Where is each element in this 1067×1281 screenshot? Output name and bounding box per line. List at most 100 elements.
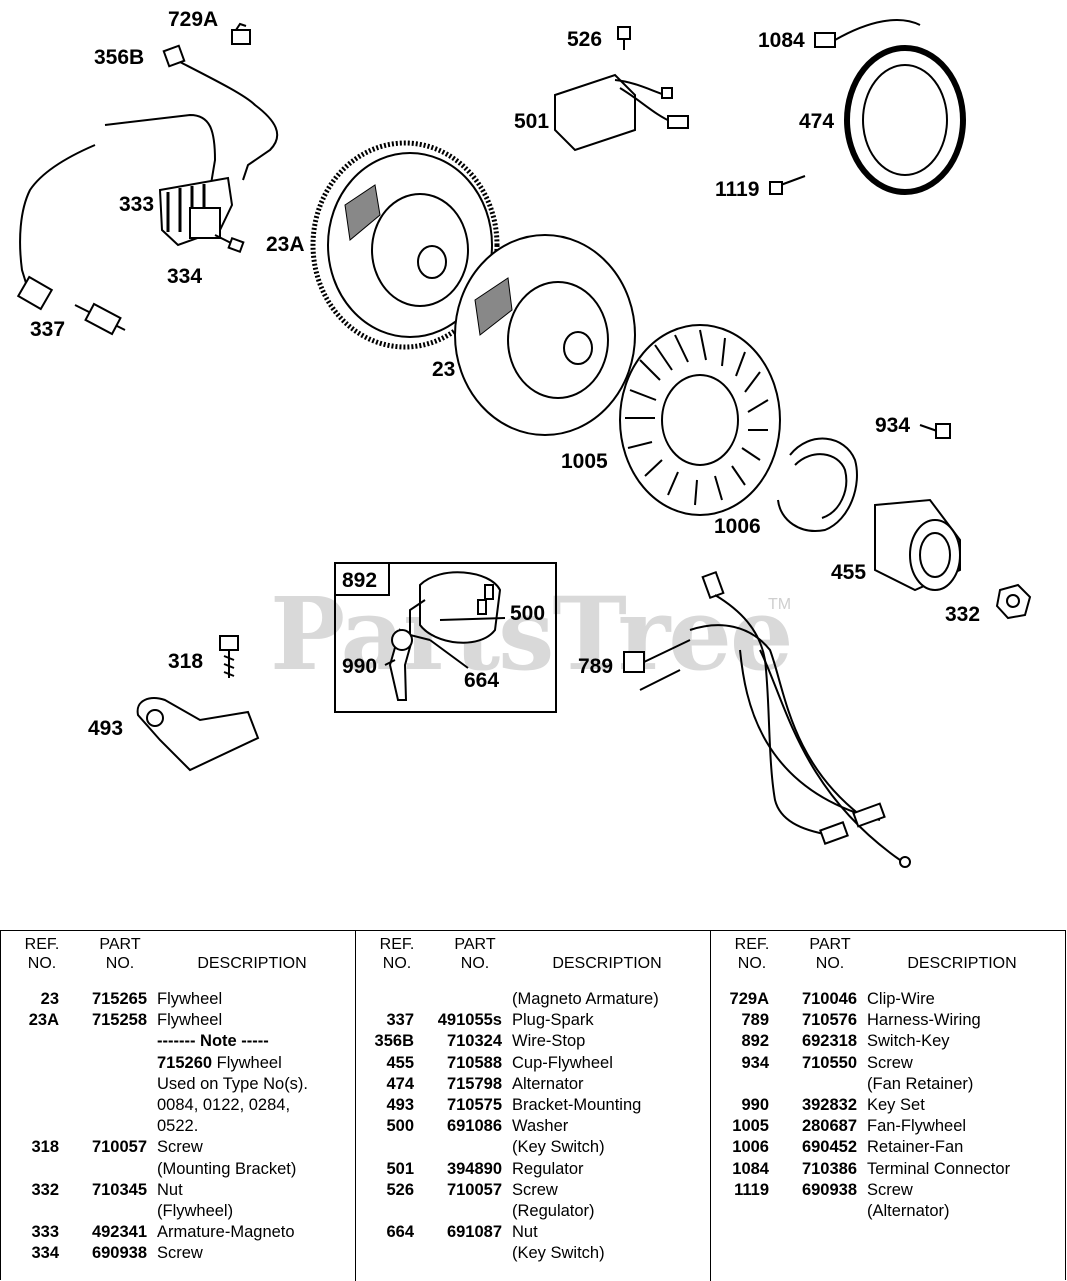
header-description: DESCRIPTION (177, 935, 327, 973)
part-number: 710046 (801, 990, 857, 1008)
callout-500: 500 (510, 602, 546, 625)
table-row: 333 492341 Armature-Magneto (1, 1222, 355, 1243)
part-description: Nut (512, 1223, 538, 1242)
screw-1119-part (769, 175, 806, 195)
table-row: (Mounting Bracket) (1, 1159, 355, 1180)
part-number: 692318 (801, 1032, 857, 1051)
part-description: 715260 Flywheel (157, 1053, 282, 1072)
part-description: Key Set (867, 1096, 925, 1114)
part-number: 690938 (91, 1244, 147, 1263)
nut-332-part (995, 583, 1032, 620)
part-number: 710575 (446, 1096, 502, 1114)
ref-number: 493 (386, 1096, 414, 1114)
ref-number: 23A (28, 1011, 59, 1030)
fan-flywheel-part (619, 324, 781, 516)
ref-number: 892 (741, 1032, 769, 1051)
part-description: (Key Switch) (512, 1138, 605, 1157)
table-row: Used on Type No(s). (1, 1074, 355, 1095)
callout-1005: 1005 (561, 450, 608, 473)
header-ref-no: REF.NO. (368, 935, 426, 973)
table-row: (Flywheel) (1, 1201, 355, 1222)
callout-493: 493 (88, 717, 124, 740)
ref-number: 1005 (732, 1117, 769, 1136)
ref-number: 501 (386, 1159, 414, 1178)
ref-number: 1006 (732, 1138, 769, 1157)
callout-334: 334 (167, 265, 203, 288)
part-description: Screw (157, 1244, 203, 1263)
ref-number: 23 (40, 990, 59, 1008)
table-row: (Fan Retainer) (711, 1074, 1067, 1095)
part-description: (Fan Retainer) (867, 1074, 974, 1093)
part-description: Switch-Key (867, 1032, 950, 1051)
part-number: 492341 (91, 1223, 147, 1242)
callout-1006: 1006 (714, 515, 761, 538)
callout-1084: 1084 (758, 29, 805, 52)
trademark-mark: TM (768, 596, 792, 613)
part-number: 392832 (801, 1096, 857, 1114)
header-ref-line2: NO. (27, 955, 57, 972)
part-description: Screw (867, 1180, 913, 1199)
screw-526-part (617, 26, 631, 50)
retainer-fan-part (777, 437, 858, 532)
spark-plug-part (74, 302, 126, 336)
alternator-part (814, 19, 966, 195)
header-part-line1: PART (809, 936, 851, 953)
table-row: ------- Note ----- (1, 1031, 355, 1052)
part-number: 690938 (801, 1180, 857, 1199)
part-number: 690452 (801, 1138, 857, 1157)
ref-number: 474 (386, 1074, 414, 1093)
callout-1119: 1119 (715, 178, 760, 201)
ref-number: 1084 (732, 1159, 769, 1178)
ref-number: 333 (31, 1223, 59, 1242)
header-ref-line1: REF. (24, 936, 60, 953)
parts-illustration (16, 19, 1032, 868)
callout-455: 455 (831, 561, 867, 584)
part-number: 491055s (437, 1011, 502, 1030)
ref-number: 729A (729, 990, 769, 1008)
part-description: Armature-Magneto (157, 1223, 295, 1242)
table-row: (Alternator) (711, 1201, 1067, 1222)
ref-number: 990 (741, 1096, 769, 1114)
armature-magneto-part (158, 176, 234, 247)
header-desc-text: DESCRIPTION (552, 955, 662, 972)
ref-number: 526 (386, 1180, 414, 1199)
header-description: DESCRIPTION (532, 935, 682, 973)
table-row: 892 692318 Switch-Key (711, 1031, 1067, 1052)
callout-789: 789 (578, 655, 614, 678)
part-number: 715798 (446, 1074, 502, 1093)
ref-number: 356B (374, 1032, 414, 1051)
part-number: 691086 (446, 1117, 502, 1136)
part-description: Flywheel (157, 990, 223, 1008)
part-number: 280687 (801, 1117, 857, 1136)
ref-number: 500 (386, 1117, 414, 1136)
table-row: 990 392832 Key Set (711, 1095, 1067, 1116)
callout-934: 934 (875, 414, 911, 437)
spark-plug-wire-part (16, 113, 217, 311)
callout-664: 664 (464, 669, 500, 692)
table-row: 715260 Flywheel (1, 1053, 355, 1074)
part-description: (Mounting Bracket) (157, 1159, 297, 1178)
part-number: 710057 (91, 1138, 147, 1157)
part-description: (Regulator) (512, 1202, 595, 1220)
table-row: 0522. (1, 1116, 355, 1137)
callout-23: 23 (432, 358, 456, 381)
part-description: Terminal Connector (867, 1159, 1011, 1178)
header-ref-line1: REF. (734, 936, 770, 953)
table-row: (Key Switch) (356, 1137, 711, 1158)
regulator-part (554, 73, 689, 152)
part-description: Screw (512, 1180, 558, 1199)
